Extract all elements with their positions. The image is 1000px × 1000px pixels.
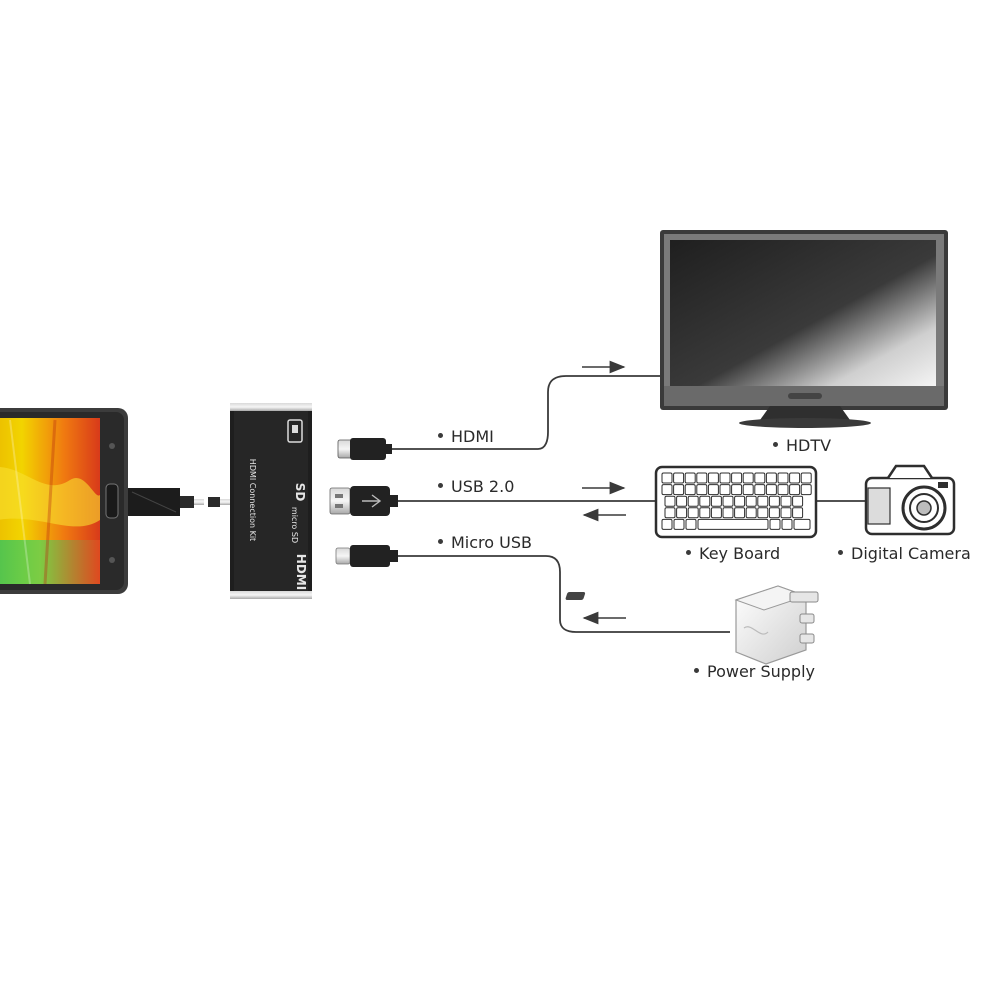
keyboard-key (696, 484, 708, 496)
keyboard-key (664, 495, 676, 507)
keyboard-key (722, 507, 734, 519)
power-supply-icon (565, 585, 819, 665)
keyboard-key (792, 495, 804, 507)
keyboard-key (731, 472, 743, 484)
keyboard-key (769, 518, 781, 530)
keyboard-key (789, 472, 801, 484)
keyboard-label: Key Board (686, 546, 780, 562)
hub-micro-sd-label: micro SD (290, 507, 299, 543)
keyboard-key (710, 507, 722, 519)
keyboard-key (673, 484, 685, 496)
keyboard-key (793, 518, 811, 530)
keyboard-key (710, 495, 722, 507)
keyboard-key (765, 484, 777, 496)
home-button (105, 483, 119, 519)
keyboard-key (687, 495, 699, 507)
hub-sd-label: SD (293, 483, 307, 502)
usb-label-text: USB 2.0 (451, 477, 515, 496)
hdmi-label-text: HDMI (451, 427, 494, 446)
keyboard-key (722, 495, 734, 507)
keyboard-key (685, 518, 697, 530)
camera-label-text: Digital Camera (851, 544, 971, 563)
hdmi-connection-label: HDMI (438, 429, 494, 445)
power-supply-label-text: Power Supply (707, 662, 815, 681)
usb-connection-label: USB 2.0 (438, 479, 514, 495)
keyboard-key (780, 495, 792, 507)
keyboard-key (800, 472, 812, 484)
keyboard-icon (654, 465, 818, 539)
micro-usb-connection-label: Micro USB (438, 535, 532, 551)
keyboard-key (781, 518, 793, 530)
keyboard-key (745, 507, 757, 519)
keyboard-key (661, 484, 673, 496)
hdmi-connection-kit: SD micro SD HDMI HDMI Connection Kit (230, 403, 312, 599)
camera-label: Digital Camera (838, 546, 971, 562)
keyboard-key (745, 495, 757, 507)
keyboard-key (734, 507, 746, 519)
keyboard-key (757, 507, 769, 519)
phone (0, 408, 128, 594)
keyboard-key (684, 484, 696, 496)
keyboard-key (765, 472, 777, 484)
keyboard-key (699, 507, 711, 519)
keyboard-key (684, 472, 696, 484)
keyboard-key (707, 472, 719, 484)
keyboard-key (742, 484, 754, 496)
hub-usb-port-icon (287, 419, 303, 443)
keyboard-key (719, 484, 731, 496)
keyboard-key (676, 495, 688, 507)
phone-micro-usb-plug (128, 488, 230, 516)
keyboard-key (734, 495, 746, 507)
keyboard-key (707, 484, 719, 496)
keyboard-key (742, 472, 754, 484)
keyboard-label-text: Key Board (699, 544, 781, 563)
keyboard-key (661, 472, 673, 484)
hdtv-icon (660, 230, 948, 428)
camera-icon (864, 464, 956, 536)
hub-hdmi-label: HDMI (294, 554, 308, 590)
keyboard-key (789, 484, 801, 496)
keyboard-key (673, 518, 685, 530)
keyboard-key (673, 472, 685, 484)
keyboard-key (687, 507, 699, 519)
keyboard-key (768, 495, 780, 507)
keyboard-key (664, 507, 676, 519)
hub-title: HDMI Connection Kit (248, 459, 257, 541)
keyboard-key (731, 484, 743, 496)
keyboard-key (697, 518, 769, 530)
hdtv-label-text: HDTV (786, 436, 832, 455)
usb-cable (329, 481, 866, 522)
micro-usb-cable (335, 545, 730, 633)
keyboard-key (754, 472, 766, 484)
keyboard-key (754, 484, 766, 496)
keyboard-key (699, 495, 711, 507)
power-supply-label: Power Supply (694, 664, 815, 680)
hdmi-cable (337, 360, 660, 460)
usb-symbol-icon (362, 494, 382, 508)
keyboard-key (780, 507, 792, 519)
keyboard-key (777, 484, 789, 496)
keyboard-key (676, 507, 688, 519)
keyboard-key (757, 495, 769, 507)
keyboard-key (696, 472, 708, 484)
keyboard-key (792, 507, 804, 519)
hdtv-label: HDTV (773, 438, 831, 454)
keyboard-key (661, 518, 673, 530)
keyboard-key (719, 472, 731, 484)
keyboard-key (800, 484, 812, 496)
micro-usb-label-text: Micro USB (451, 533, 532, 552)
keyboard-key (777, 472, 789, 484)
keyboard-key (768, 507, 780, 519)
